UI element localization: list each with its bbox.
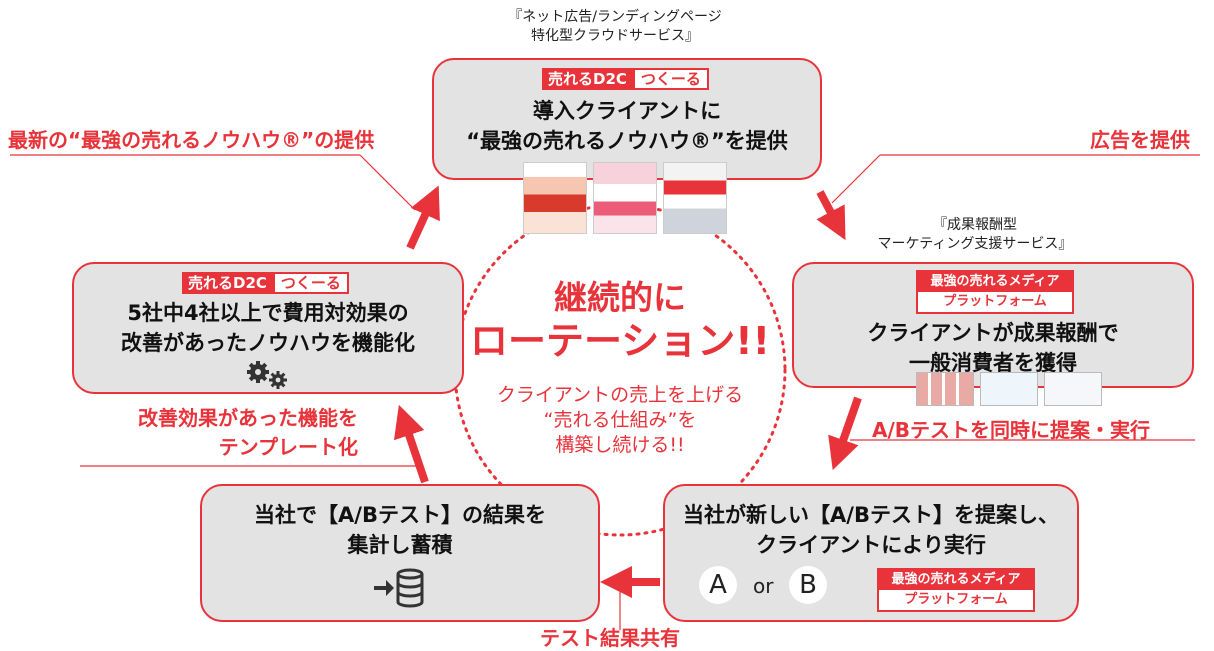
box-bottom-right: 当社が新しい【A/Bテスト】を提案し、 クライアントにより実行 A or B 最… bbox=[663, 484, 1079, 622]
landing-page-thumbnail bbox=[593, 162, 657, 234]
option-b-icon: B bbox=[789, 566, 827, 604]
landing-page-thumbnail bbox=[523, 162, 587, 234]
box-left-title: 5社中4社以上で費用対効果の 改善があったノウハウを機能化 bbox=[121, 301, 415, 355]
box-right: 最強の売れるメディア プラットフォーム クライアントが成果報酬で 一般消費者を獲… bbox=[792, 262, 1194, 388]
arrow-top-to-right bbox=[816, 190, 846, 241]
label-templatize: 改善効果があった機能を テンプレート化 bbox=[138, 406, 358, 459]
box-bottom-right-title: 当社が新しい【A/Bテスト】を提案し、 クライアントにより実行 bbox=[683, 503, 1059, 557]
center-subtext: クライアントの売上を上げる “売れる仕組み”を 構築し続ける!! bbox=[496, 384, 744, 456]
center-headline: 継続的に ローテーション!! bbox=[470, 278, 770, 363]
box-top: 売れるD2C つくーる 導入クライアントに “最強の売れるノウハウ®”を提供 bbox=[432, 58, 822, 180]
media-platform-badge: 最強の売れるメディア プラットフォーム bbox=[877, 568, 1035, 612]
box-top-title: 導入クライアントに “最強の売れるノウハウ®”を提供 bbox=[466, 99, 788, 153]
label-share-results: テスト結果共有 bbox=[540, 626, 680, 650]
arrow-left-to-top bbox=[406, 185, 440, 250]
box-right-title: クライアントが成果報酬で 一般消費者を獲得 bbox=[867, 321, 1119, 375]
box-bottom-left: 当社で【A/Bテスト】の結果を 集計し蓄積 bbox=[200, 484, 600, 622]
media-thumbnail bbox=[1044, 372, 1102, 406]
gears-icon bbox=[247, 361, 287, 389]
d2c-badge: 売れるD2C つくーる bbox=[542, 68, 709, 90]
box-bottom-left-title: 当社で【A/Bテスト】の結果を 集計し蓄積 bbox=[254, 503, 546, 557]
landing-page-thumbnail bbox=[663, 162, 727, 234]
d2c-badge: 売れるD2C つくーる bbox=[182, 272, 349, 294]
label-ab-test-propose: A/Bテストを同時に提案・実行 bbox=[872, 418, 1151, 442]
media-thumbnail bbox=[980, 372, 1038, 406]
database-import-icon bbox=[374, 568, 424, 608]
arrow-bottom-left-to-left bbox=[393, 404, 429, 484]
top-note: 『ネット広告/ランディングページ 特化型クラウドサービス』 bbox=[508, 9, 722, 44]
option-a-icon: A bbox=[699, 566, 737, 604]
arrow-right-to-bottom-right bbox=[828, 396, 862, 471]
right-note: 『成果報酬型 マーケティング支援サービス』 bbox=[877, 217, 1073, 252]
box-left: 売れるD2C つくーる 5社中4社以上で費用対効果の 改善があったノウハウを機能… bbox=[72, 262, 464, 394]
media-platform-badge: 最強の売れるメディア プラットフォーム bbox=[916, 270, 1074, 314]
label-latest-knowhow: 最新の“最強の売れるノウハウ®”の提供 bbox=[8, 128, 375, 152]
media-thumbnail bbox=[916, 372, 974, 406]
or-label: or bbox=[753, 574, 774, 598]
label-provide-ads: 広告を提供 bbox=[1090, 128, 1190, 152]
